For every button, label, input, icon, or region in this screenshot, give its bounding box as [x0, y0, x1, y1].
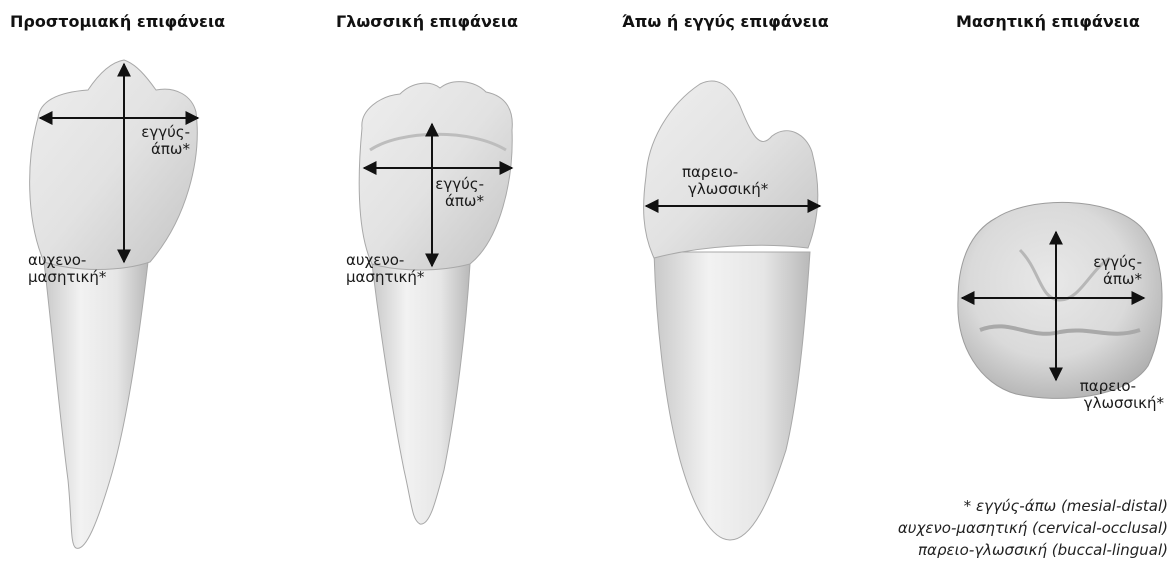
occlusal-mesiodistal-label: εγγύς- άπω*	[1080, 254, 1142, 288]
tooth-occlusal-view	[958, 202, 1162, 398]
footnote-line-cervicoocclusal: αυχενο-μασητική (cervical-occlusal)	[898, 517, 1168, 539]
lingual-cervicoocclusal-label-line1: αυχενο-	[346, 252, 424, 269]
footnote: * εγγύς-άπω (mesial-distal) αυχενο-μασητ…	[898, 495, 1168, 561]
tooth-lingual-view	[359, 82, 512, 525]
footnote-line-mesiodistal: * εγγύς-άπω (mesial-distal)	[898, 495, 1168, 517]
occlusal-mesiodistal-label-line2: άπω*	[1080, 271, 1142, 288]
lingual-cervicoocclusal-label: αυχενο- μασητική*	[346, 252, 424, 286]
occlusal-mesiodistal-label-line1: εγγύς-	[1080, 254, 1142, 271]
tooth-proximal-view	[644, 81, 820, 540]
occlusal-buccolingual-label: παρειο- γλωσσική*	[1058, 378, 1164, 412]
facial-cervicoocclusal-label-line1: αυχενο-	[28, 252, 106, 269]
lingual-cervicoocclusal-label-line2: μασητική*	[346, 269, 424, 286]
facial-mesiodistal-label: εγγύς- άπω*	[130, 124, 190, 158]
lingual-mesiodistal-label-line1: εγγύς-	[424, 176, 484, 193]
facial-cervicoocclusal-label-line2: μασητική*	[28, 269, 106, 286]
occlusal-buccolingual-label-line1: παρειο-	[1058, 378, 1164, 395]
facial-mesiodistal-label-line2: άπω*	[130, 141, 190, 158]
facial-mesiodistal-label-line1: εγγύς-	[130, 124, 190, 141]
proximal-buccolingual-label-line2: γλωσσική*	[682, 181, 768, 198]
lingual-mesiodistal-label: εγγύς- άπω*	[424, 176, 484, 210]
proximal-buccolingual-label: παρειο- γλωσσική*	[682, 164, 768, 198]
tooth-proximal-root	[654, 252, 810, 540]
footnote-line-buccolingual: παρειο-γλωσσική (buccal-lingual)	[898, 539, 1168, 561]
facial-cervicoocclusal-label: αυχενο- μασητική*	[28, 252, 106, 286]
tooth-facial-crown	[30, 60, 198, 270]
proximal-buccolingual-label-line1: παρειο-	[682, 164, 768, 181]
occlusal-buccolingual-label-line2: γλωσσική*	[1058, 395, 1164, 412]
tooth-lingual-root	[372, 264, 470, 524]
lingual-mesiodistal-label-line2: άπω*	[424, 193, 484, 210]
tooth-facial-root	[44, 262, 148, 548]
